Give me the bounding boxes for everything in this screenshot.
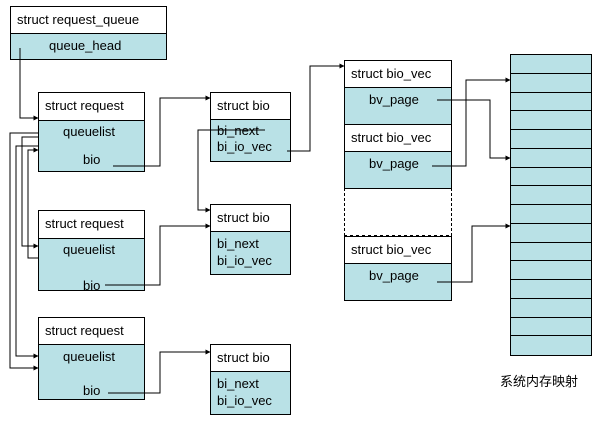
request-title-2: struct request bbox=[39, 211, 144, 239]
bio-box-1: struct bio bi_next bi_io_vec bbox=[210, 92, 291, 162]
memory-page-cell bbox=[511, 280, 591, 299]
bio-vec-label-2: bi_io_vec bbox=[217, 253, 272, 268]
memory-page-cell bbox=[511, 298, 591, 318]
bio-vec-box-2: struct bio_vec bv_page bbox=[344, 124, 452, 189]
system-memory-map bbox=[510, 54, 592, 356]
memory-page-cell bbox=[511, 167, 591, 187]
request-box-2: struct request queuelist bio bbox=[38, 210, 145, 293]
bio-vec-title-3: struct bio_vec bbox=[345, 237, 451, 264]
memory-page-cell bbox=[511, 317, 591, 337]
bv-page-label-3: bv_page bbox=[369, 268, 419, 283]
memory-page-cell bbox=[511, 205, 591, 224]
memory-page-cell bbox=[511, 130, 591, 149]
memory-page-cell bbox=[511, 261, 591, 280]
memory-page-cell bbox=[511, 242, 591, 262]
bv-page-label-2: bv_page bbox=[369, 156, 419, 171]
bio-vec-label-3: bi_io_vec bbox=[217, 393, 272, 408]
request-queuelist-label-3: queuelist bbox=[63, 349, 116, 364]
memory-page-cell bbox=[511, 73, 591, 93]
request-queuelist-label-2: queuelist bbox=[63, 242, 116, 257]
bio-vec-label-1: bi_io_vec bbox=[217, 139, 272, 154]
request-bio-label-3: bio bbox=[83, 383, 101, 398]
request-queue-box: struct request_queue queue_head bbox=[10, 6, 167, 60]
bio-box-3: struct bio bi_next bi_io_vec bbox=[210, 344, 291, 415]
bio-vec-title-1: struct bio_vec bbox=[345, 61, 451, 88]
bio-vec-gap bbox=[344, 188, 452, 236]
request-title-1: struct request bbox=[39, 93, 144, 121]
request-queuelist-label-1: queuelist bbox=[63, 124, 116, 139]
memory-page-cell bbox=[511, 186, 591, 205]
bio-next-label-3: bi_next bbox=[217, 376, 259, 391]
request-queue-title: struct request_queue bbox=[11, 7, 166, 34]
memory-map-caption: 系统内存映射 bbox=[500, 375, 579, 390]
memory-page-cell bbox=[511, 111, 591, 130]
bio-vec-box-1: struct bio_vec bv_page bbox=[344, 60, 452, 125]
request-box-1: struct request queuelist bio bbox=[38, 92, 145, 172]
request-bio-label-1: bio bbox=[83, 152, 101, 167]
bio-title-3: struct bio bbox=[211, 345, 290, 372]
memory-page-cell bbox=[511, 55, 591, 74]
bio-vec-title-2: struct bio_vec bbox=[345, 125, 451, 152]
bio-vec-box-3: struct bio_vec bv_page bbox=[344, 236, 452, 301]
bio-next-label-2: bi_next bbox=[217, 236, 259, 251]
memory-page-cell bbox=[511, 92, 591, 112]
memory-page-cell bbox=[511, 223, 591, 243]
request-title-3: struct request bbox=[39, 318, 144, 345]
bio-box-2: struct bio bi_next bi_io_vec bbox=[210, 204, 291, 275]
request-bio-label-2: bio bbox=[83, 278, 101, 293]
queue-head-label: queue_head bbox=[49, 38, 122, 53]
request-box-3: struct request queuelist bio bbox=[38, 317, 145, 400]
bio-title-1: struct bio bbox=[211, 93, 290, 120]
bio-title-2: struct bio bbox=[211, 205, 290, 232]
bv-page-label-1: bv_page bbox=[369, 92, 419, 107]
memory-page-cell bbox=[511, 148, 591, 168]
